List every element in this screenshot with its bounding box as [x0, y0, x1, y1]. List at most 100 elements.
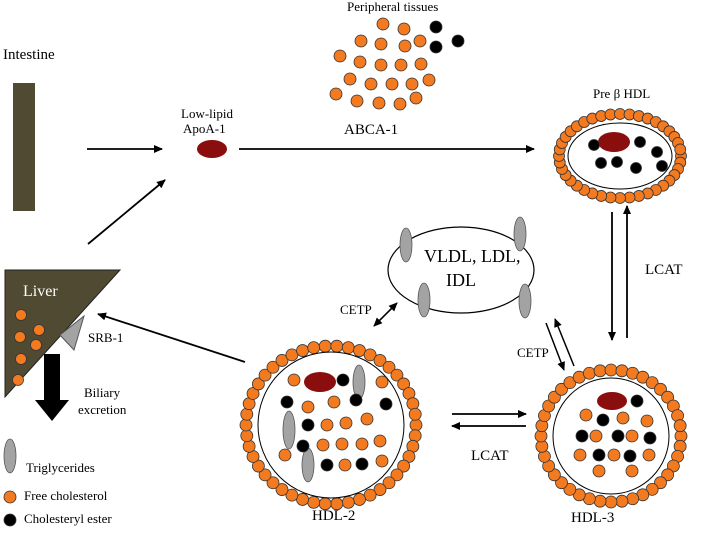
free-cholesterol [397, 459, 411, 473]
free-cholesterol [251, 459, 265, 473]
cholesteryl-ester [355, 457, 369, 471]
free-cholesterol [296, 493, 309, 506]
free-cholesterol [626, 492, 640, 506]
free-cholesterol [398, 39, 412, 53]
free-cholesterol [33, 324, 45, 336]
free-cholesterol [579, 408, 593, 422]
free-cholesterol [316, 438, 330, 452]
cholesteryl-ester [611, 429, 625, 443]
free-cholesterol [296, 344, 309, 357]
arrow-cetp-right-down [545, 322, 565, 371]
free-cholesterol [394, 58, 408, 72]
free-cholesterol [593, 364, 607, 378]
lcat-bottom-label: LCAT [471, 448, 509, 464]
cholesteryl-ester [301, 418, 315, 432]
low-lipid-apoa1 [197, 140, 227, 158]
cholesteryl-ester [575, 429, 589, 443]
free-cholesterol [15, 353, 27, 365]
hdl3-particle [534, 363, 688, 509]
triglyceride [282, 410, 296, 450]
free-cholesterol [266, 476, 280, 490]
free-cholesterol [285, 348, 299, 362]
free-cholesterol [341, 495, 355, 509]
excretion-label: excretion [78, 402, 127, 417]
free-cholesterol [592, 464, 606, 478]
free-cholesterol [640, 414, 654, 428]
legend-free-cholesterol-symbol [3, 490, 17, 504]
free-cholesterol [246, 387, 260, 400]
biliary-excretion-arrow [35, 354, 69, 421]
cholesteryl-ester [643, 431, 657, 445]
free-cholesterol [333, 49, 347, 63]
free-cholesterol [354, 34, 368, 48]
free-cholesterol [397, 22, 411, 36]
legend-symbols [3, 438, 17, 527]
free-cholesterol [353, 493, 366, 506]
free-cholesterol [589, 429, 603, 443]
intestine-label: Intestine [3, 47, 55, 63]
free-cholesterol [390, 468, 404, 482]
free-cholesterol [654, 476, 667, 490]
cholesteryl-ester [451, 34, 465, 48]
peripheral-tissues-label: Peripheral tissues [347, 0, 439, 14]
free-cholesterol [329, 87, 343, 101]
srb1-label: SRB-1 [88, 330, 124, 345]
idl-label: IDL [446, 270, 476, 290]
free-cholesterol [242, 439, 256, 453]
free-cholesterol [12, 374, 24, 386]
free-cholesterol [422, 73, 436, 87]
free-cholesterol [330, 339, 344, 353]
cholesteryl-ester [429, 40, 443, 54]
free-cholesterol [373, 434, 387, 448]
free-cholesterol [604, 363, 618, 377]
free-cholesterol [339, 416, 353, 430]
cholesteryl-ester [630, 162, 642, 174]
free-cholesterol [414, 57, 428, 71]
free-cholesterol [642, 448, 656, 462]
free-cholesterol [382, 476, 396, 490]
free-cholesterol [266, 360, 280, 374]
free-cholesterol [240, 429, 254, 443]
cholesteryl-ester [429, 20, 443, 34]
free-cholesterol [350, 94, 364, 108]
free-cholesterol [385, 77, 399, 91]
free-cholesterol [30, 339, 42, 351]
vldl-ldl-label: VLDL, LDL, [424, 246, 521, 266]
free-cholesterol [364, 77, 378, 91]
free-cholesterol [251, 377, 265, 391]
legend-free-cholesterol-label: Free cholesterol [24, 488, 108, 503]
free-cholesterol [335, 437, 349, 451]
cholesteryl-ester [656, 160, 668, 172]
free-cholesterol [327, 395, 341, 409]
free-cholesterol [285, 488, 299, 502]
free-cholesterol [374, 58, 388, 72]
biliary-label: Biliary [84, 385, 121, 400]
cholesteryl-ester [623, 449, 637, 463]
free-cholesterol [240, 407, 254, 421]
apoa1-protein [304, 372, 336, 392]
cholesteryl-ester [280, 395, 294, 409]
cholesteryl-ester [336, 373, 350, 387]
legend-cholesteryl-ester-symbol [3, 513, 17, 527]
cetp-left-label: CETP [340, 302, 372, 317]
free-cholesterol [307, 495, 321, 509]
cholesteryl-ester [349, 393, 363, 407]
free-cholesterol [413, 34, 427, 48]
free-cholesterol [14, 331, 26, 343]
free-cholesterol [555, 382, 568, 396]
hdl2-particle [239, 339, 423, 511]
free-cholesterol [373, 354, 387, 367]
hdl2-label: HDL-2 [312, 508, 356, 524]
liver-cholesterol [12, 309, 45, 386]
free-cholesterol [353, 344, 366, 357]
free-cholesterol [625, 464, 639, 478]
free-cholesterol [301, 400, 315, 414]
triglyceride [301, 447, 315, 483]
free-cholesterol [239, 418, 253, 432]
liver-label: Liver [23, 283, 58, 300]
cholesteryl-ester [630, 394, 644, 408]
free-cholesterol [408, 429, 422, 443]
srb1-receptor [59, 314, 85, 351]
free-cholesterol [615, 494, 629, 508]
free-cholesterol [376, 17, 390, 31]
